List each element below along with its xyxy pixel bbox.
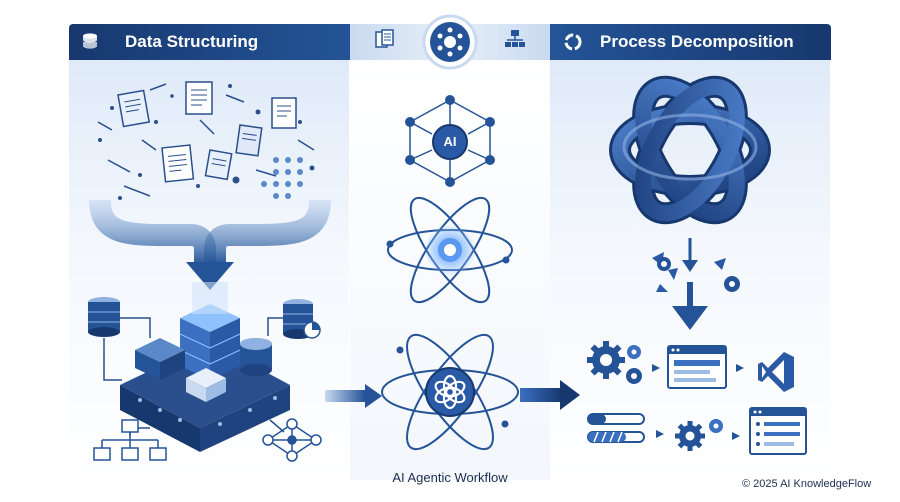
window-icon — [667, 345, 727, 389]
atom-icon — [386, 196, 513, 304]
gear-icon — [675, 419, 723, 451]
flow-arrow-left — [325, 384, 382, 408]
merge-arrow — [89, 199, 331, 290]
gear-icon — [587, 341, 642, 384]
workflow-caption: AI Agentic Workflow — [392, 470, 508, 485]
header-process-decomposition: Process Decomposition — [550, 24, 831, 60]
database-icon — [79, 31, 101, 53]
header-title-left: Data Structuring — [125, 32, 259, 51]
database-chart-icon — [283, 299, 321, 339]
small-arrow — [656, 430, 664, 438]
decompose-arrow — [672, 238, 708, 330]
database-cluster — [120, 282, 290, 452]
hierarchy-icon — [93, 419, 167, 461]
graph-icon — [262, 418, 322, 462]
window-icon — [749, 407, 807, 455]
openai-icon — [434, 374, 466, 410]
network-icon — [505, 30, 525, 47]
flow-arrow-right — [520, 380, 580, 410]
header-title-right: Process Decomposition — [600, 32, 794, 51]
ai-badge: AI — [443, 134, 457, 149]
hub-icon[interactable] — [422, 14, 478, 70]
ai-network-icon — [405, 95, 495, 187]
small-arrow — [736, 364, 744, 372]
openai-atom-icon — [381, 333, 519, 451]
vscode-icon — [758, 352, 794, 392]
document-icon — [375, 29, 394, 48]
small-arrow — [732, 432, 740, 440]
scattered-documents — [97, 81, 315, 200]
complex-knot-icon — [609, 75, 771, 225]
fragments — [652, 252, 740, 292]
database-icon — [88, 297, 120, 337]
progress-bars — [587, 413, 645, 443]
process-ring-icon — [562, 31, 584, 53]
header-data-structuring: Data Structuring — [69, 24, 350, 60]
copyright-text: © 2025 AI KnowledgeFlow — [742, 478, 872, 490]
small-arrow — [652, 364, 660, 372]
